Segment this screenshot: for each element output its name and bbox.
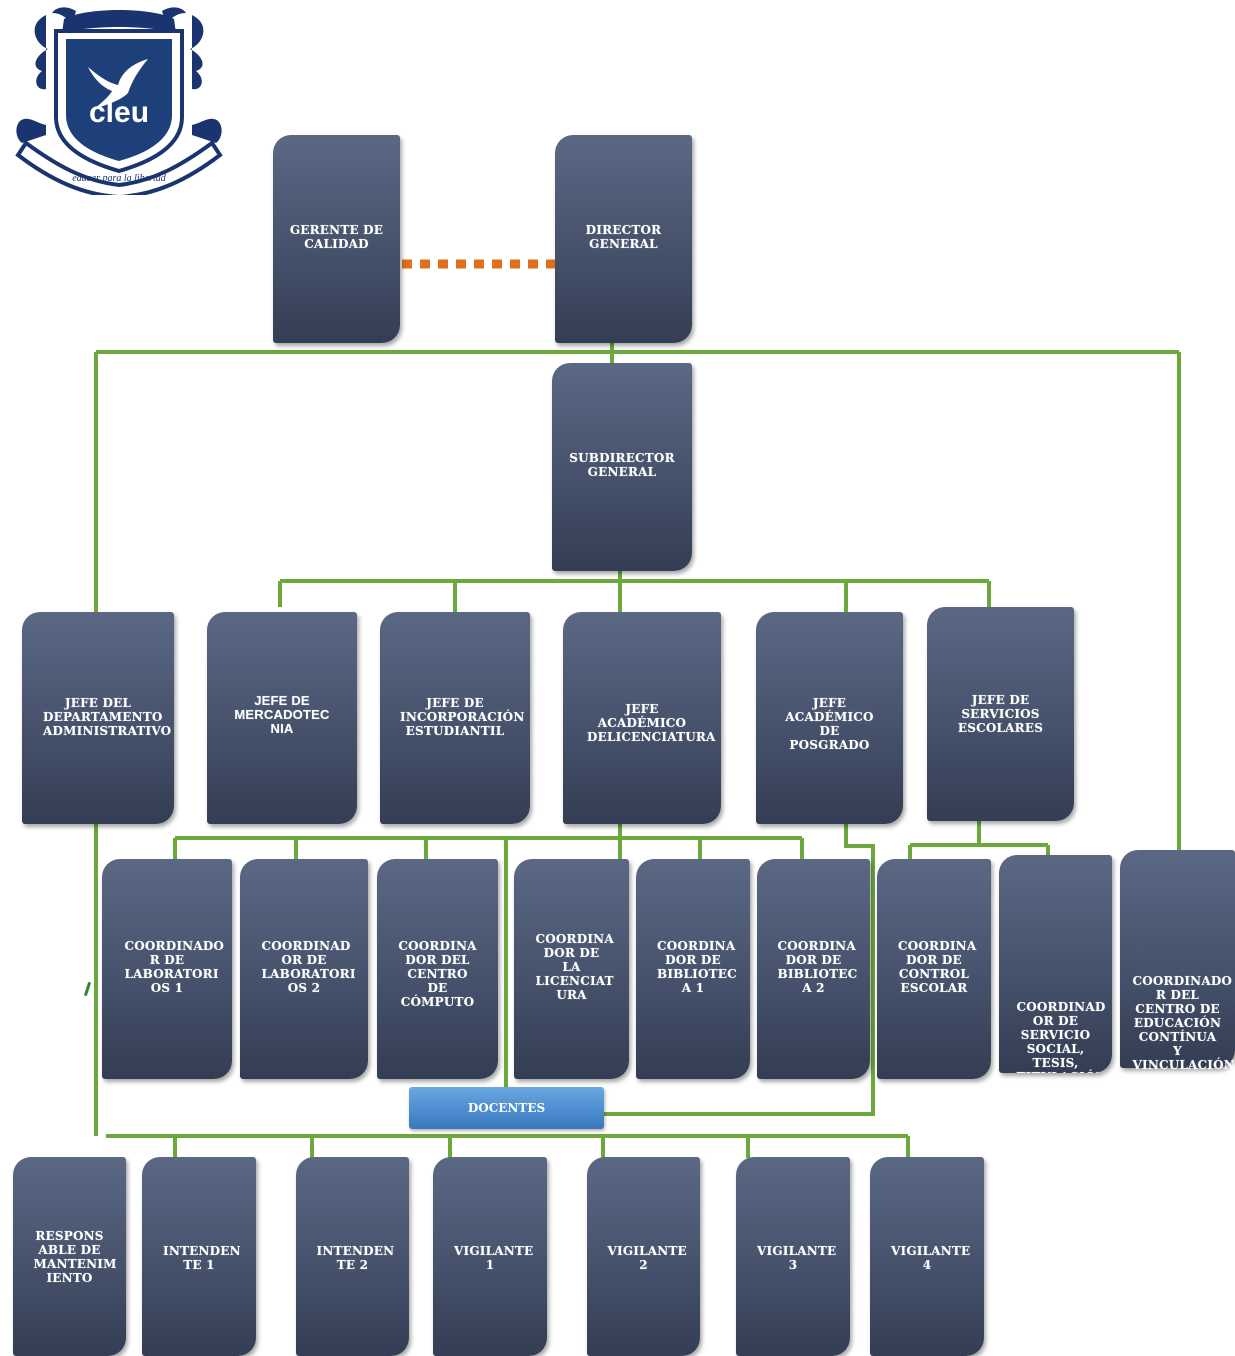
node-label: JEFE ACADÉMICO DE POSGRADO: [785, 696, 874, 752]
node-responsable-mantenimiento: RESPONS ABLE DE MANTENIM IENTO: [13, 1157, 126, 1356]
node-coord-laboratorios-2: COORDINAD OR DE LABORATORI OS 2: [240, 859, 368, 1079]
node-label: RESPONS ABLE DE MANTENIM IENTO: [33, 1229, 117, 1285]
node-label: COORDINAD OR DE LABORATORI OS 2: [261, 939, 356, 995]
logo-motto: educar para la libertad: [72, 173, 167, 184]
node-vigilante-1: VIGILANTE 1: [433, 1157, 547, 1356]
node-coord-educacion-continua: COORDINADO R DEL CENTRO DE EDUCACIÓN CON…: [1120, 850, 1235, 1072]
node-label: VIGILANTE 4: [891, 1244, 971, 1272]
node-vigilante-2: VIGILANTE 2: [587, 1157, 700, 1356]
node-jefe-licenciatura: JEFE ACADÉMICO DELICENCIATURA: [563, 612, 721, 824]
node-coord-laboratorios-1: COORDINADO R DE LABORATORI OS 1: [102, 859, 232, 1079]
node-gerente-calidad: GERENTE DE CALIDAD: [273, 135, 400, 343]
node-label: VIGILANTE 3: [757, 1244, 837, 1272]
node-label: SUBDIRECTOR GENERAL: [569, 451, 675, 479]
node-jefe-incorporacion: JEFE DE INCORPORACIÓN ESTUDIANTIL: [380, 612, 530, 824]
node-docentes: DOCENTES: [409, 1087, 604, 1129]
logo-wordmark: cleu: [89, 96, 149, 129]
node-label: COORDINA DOR DE LA LICENCIAT URA: [535, 932, 614, 1002]
node-director-general: DIRECTOR GENERAL: [555, 135, 692, 343]
node-coord-centro-computo: COORDINA DOR DEL CENTRO DE CÓMPUTO: [377, 859, 498, 1079]
node-label: COORDINA DOR DE CONTROL ESCOLAR: [898, 939, 977, 995]
node-coord-biblioteca-2: COORDINA DOR DE BIBLIOTEC A 2: [757, 859, 870, 1079]
node-coord-servicio-social: COORDINAD OR DE SERVICIO SOCIAL, TESIS, …: [999, 855, 1112, 1073]
node-intendente-1: INTENDEN TE 1: [142, 1157, 256, 1356]
node-label: JEFE DEL DEPARTAMENTO ADMINISTRATIVO: [43, 696, 172, 738]
node-label: INTENDEN TE 1: [163, 1244, 241, 1272]
node-jefe-mercadotecnia: JEFE DE MERCADOTEC NIA: [207, 612, 357, 824]
node-subdirector-general: SUBDIRECTOR GENERAL: [552, 363, 692, 571]
node-label: COORDINAD OR DE SERVICIO SOCIAL, TESIS, …: [1016, 1000, 1107, 1073]
node-label: DOCENTES: [467, 1101, 546, 1115]
node-label: COORDINADO R DE LABORATORI OS 1: [124, 939, 225, 995]
node-jefe-administrativo: JEFE DEL DEPARTAMENTO ADMINISTRATIVO: [22, 612, 174, 824]
node-label: DIRECTOR GENERAL: [585, 223, 662, 251]
node-label: COORDINADO R DEL CENTRO DE EDUCACIÓN CON…: [1132, 974, 1235, 1072]
node-label: COORDINA DOR DEL CENTRO DE CÓMPUTO: [398, 939, 477, 1009]
node-coord-control-escolar: COORDINA DOR DE CONTROL ESCOLAR: [877, 859, 991, 1079]
institution-logo: cleu educar para la libertad: [6, 5, 232, 200]
node-jefe-servicios-escolares: JEFE DE SERVICIOS ESCOLARES: [927, 607, 1074, 821]
node-label: INTENDEN TE 2: [316, 1244, 395, 1272]
node-jefe-posgrado: JEFE ACADÉMICO DE POSGRADO: [756, 612, 903, 824]
node-vigilante-3: VIGILANTE 3: [736, 1157, 850, 1356]
node-label: JEFE ACADÉMICO DELICENCIATURA: [587, 702, 716, 744]
node-label: COORDINA DOR DE BIBLIOTEC A 1: [657, 939, 737, 995]
connector-lines: [94, 342, 1181, 1158]
node-vigilante-4: VIGILANTE 4: [870, 1157, 984, 1356]
node-label: JEFE DE MERCADOTEC NIA: [234, 693, 330, 736]
node-coord-biblioteca-1: COORDINA DOR DE BIBLIOTEC A 1: [636, 859, 750, 1079]
node-coord-licenciatura: COORDINA DOR DE LA LICENCIAT URA: [514, 859, 629, 1079]
node-label: JEFE DE INCORPORACIÓN ESTUDIANTIL: [400, 696, 525, 738]
node-label: VIGILANTE 2: [607, 1244, 687, 1272]
node-label: GERENTE DE CALIDAD: [289, 223, 384, 251]
node-label: COORDINA DOR DE BIBLIOTEC A 2: [777, 939, 858, 995]
node-label: VIGILANTE 1: [454, 1244, 534, 1272]
node-label: JEFE DE SERVICIOS ESCOLARES: [957, 693, 1044, 735]
node-intendente-2: INTENDEN TE 2: [296, 1157, 409, 1356]
